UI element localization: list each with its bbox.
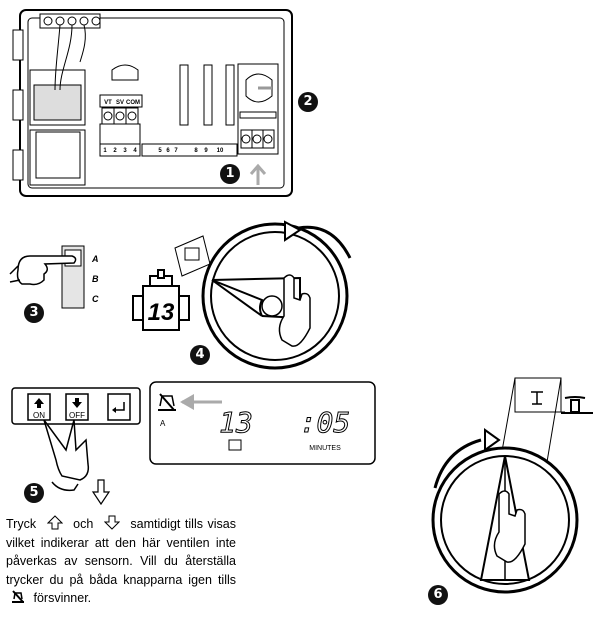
down-arrow-icon — [104, 515, 120, 530]
valve-icon: 13 — [133, 270, 189, 330]
controller-diagram: VT SV COM 1 2 3 4 5 6 7 8 9 10 — [0, 0, 320, 210]
rain-sensor-icon — [10, 590, 26, 604]
caption-part3: samtidigt tills visas vilket indikerar a… — [6, 517, 236, 587]
callout-5: 5 — [24, 483, 44, 503]
lcd-program: A — [160, 419, 166, 428]
off-button[interactable]: OFF — [66, 394, 88, 420]
station-selector-icon — [175, 236, 210, 276]
lcd-valve-icon — [229, 440, 241, 450]
callout-1: 1 — [220, 164, 240, 184]
down-arrow-icon — [93, 480, 109, 504]
callout-3: 3 — [24, 303, 44, 323]
on-button[interactable]: ON — [28, 394, 50, 420]
terminal-label-com: COM — [126, 100, 140, 106]
up-arrow-icon — [47, 515, 63, 530]
caption-part4: försvinner. — [33, 591, 91, 605]
instruction-text: Tryck och samtidigt tills visas vilket i… — [6, 515, 236, 608]
enter-button[interactable] — [108, 394, 130, 420]
lcd-unit: MINUTES — [309, 445, 341, 452]
valve-station-number: 13 — [148, 299, 175, 326]
callout-4: 4 — [190, 345, 210, 365]
terminal-label-10: 10 — [217, 148, 224, 154]
callout-6: 6 — [428, 585, 448, 605]
two-finger-hand-icon — [44, 420, 88, 480]
sprinkler-head-icon — [565, 397, 585, 412]
lcd-time: :05 — [300, 406, 351, 439]
on-label: ON — [33, 411, 45, 420]
switch-position-b: B — [92, 274, 99, 284]
callout-2: 2 — [298, 92, 318, 112]
lcd-station: 13 — [219, 406, 253, 439]
switch-position-c: C — [92, 294, 99, 304]
terminal-label-vt: VT — [104, 100, 112, 106]
switch-position-a: A — [91, 254, 99, 264]
caption-part1: Tryck — [6, 517, 36, 531]
off-label: OFF — [69, 411, 85, 420]
controller-panel: ON OFF A 13 :05 MINUTES — [0, 380, 380, 510]
caption-part2: och — [73, 517, 93, 531]
terminal-label-sv: SV — [116, 100, 124, 106]
dial-diagram: A B C 13 — [0, 208, 380, 373]
